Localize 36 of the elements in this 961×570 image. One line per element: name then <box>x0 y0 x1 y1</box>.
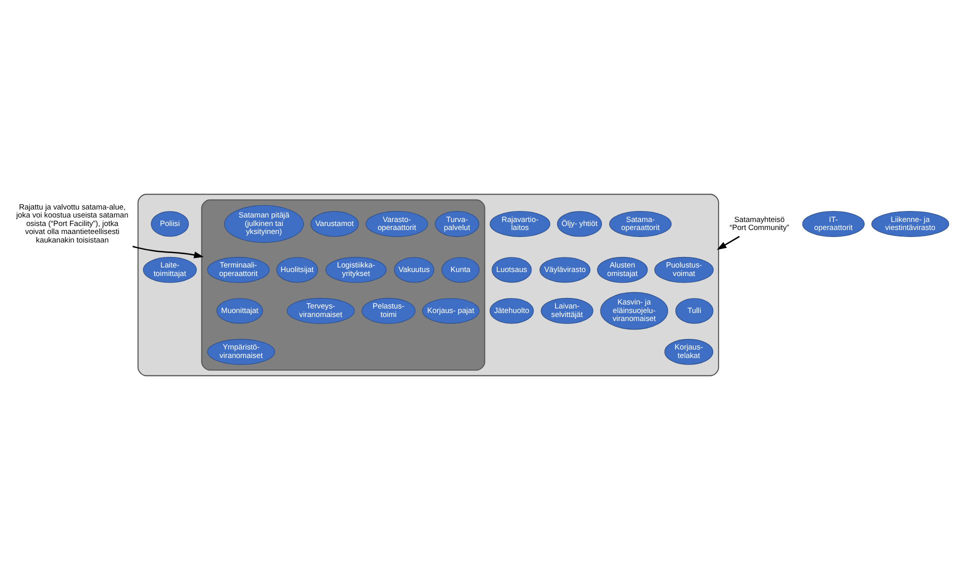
node-ellipse: IT- operaattorit <box>802 210 865 237</box>
cluster <box>138 194 720 376</box>
node-ellipse: Kunta <box>441 257 480 283</box>
node-ellipse: Laite- toimittajat <box>142 256 197 283</box>
node-ellipse: Kasvin- ja eläinsuojelu- viranomaiset <box>600 292 668 330</box>
arrow <box>716 236 740 250</box>
node-ellipse: Liikenne- ja viestintävirasto <box>871 210 950 237</box>
node-ellipse: Korjaus- pajat <box>422 298 480 324</box>
arrow <box>132 246 204 258</box>
node-ellipse: Jätehuolto <box>490 298 534 324</box>
node-ellipse: Terminaali- operaattorit <box>207 256 270 283</box>
node-text: Satamayhteisö “Port Community” <box>730 214 790 232</box>
node-ellipse: Väylävirasto <box>540 257 590 283</box>
node-ellipse: Poliisi <box>150 211 189 237</box>
node-ellipse: Terveys- viranomaiset <box>286 298 355 324</box>
node-ellipse: Logistiikka- yritykset <box>325 256 387 283</box>
node-ellipse: Laivan- selvittäjät <box>540 298 594 324</box>
node-text: Rajattu ja valvottu satama-alue, joka voi koostua useista sataman osista (“Port Facility”), jotka voivat olla maantieteellisesti kaukanakin toisistaan <box>16 202 128 245</box>
node-ellipse: Ympäristö- viranomaiset <box>207 338 276 365</box>
node-ellipse: Korjaus- telakat <box>664 338 714 365</box>
node-ellipse: Varustamot <box>310 211 359 237</box>
node-ellipse: Pelastus- toimi <box>362 298 416 324</box>
node-ellipse: Turva- palvelut <box>434 210 480 237</box>
node-ellipse: Vakuutus <box>394 257 434 283</box>
node-ellipse: Öljy- yhtiöt <box>556 211 602 237</box>
node-ellipse: Huolitsijat <box>276 257 318 283</box>
node-ellipse: Alusten omistajat <box>597 256 648 283</box>
node-ellipse: Puolustus- voimat <box>654 256 714 283</box>
node-ellipse: Rajavartio- laitos <box>490 210 550 237</box>
node-ellipse: Varasto- operaattorit <box>366 210 428 237</box>
cluster <box>201 199 486 371</box>
node-ellipse: Satama- operaattorit <box>609 210 672 237</box>
node-ellipse: Luotsaus <box>492 257 532 283</box>
node-ellipse: Tulli <box>675 298 714 324</box>
node-ellipse: Sataman pitäjä (julkinen tai yksityinen) <box>224 205 304 243</box>
node-ellipse: Muonittajat <box>216 298 264 324</box>
